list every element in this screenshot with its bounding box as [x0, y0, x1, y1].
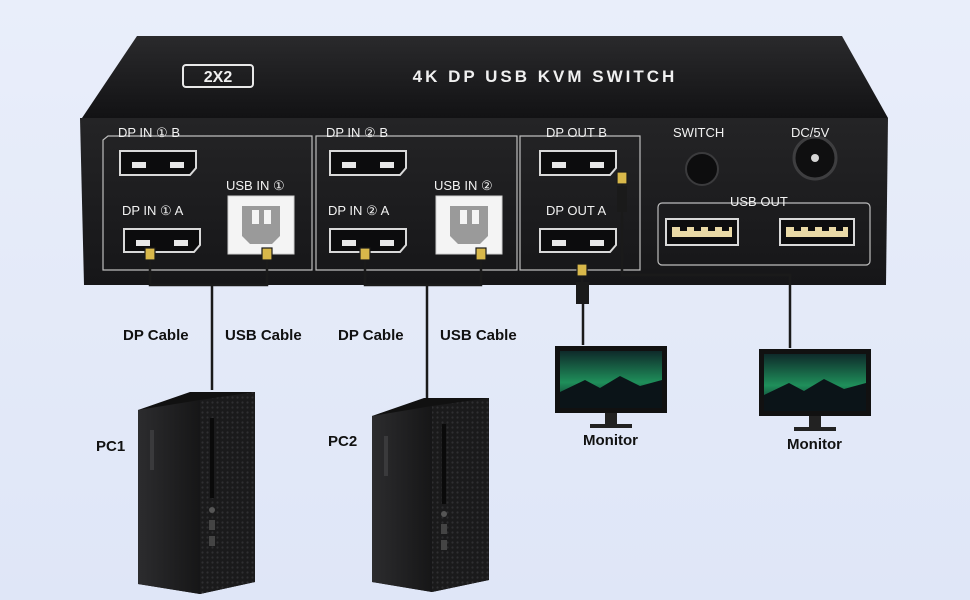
label-dp-out-a: DP OUT A [546, 203, 607, 218]
usb-a-port-1[interactable] [665, 218, 739, 246]
label-dc: DC/5V [791, 125, 830, 140]
monitor1-plug [576, 282, 589, 304]
pc2-tower [372, 398, 489, 592]
monitor1-cable-line [580, 268, 585, 345]
monitor-2 [759, 349, 871, 431]
kvm-switch: 2X2 4K DP USB KVM SWITCH [80, 36, 888, 285]
label-switch: SWITCH [673, 125, 725, 140]
dp-port-in1a[interactable] [123, 228, 201, 253]
label-pc1-dp-cable: DP Cable [123, 327, 189, 344]
label-usb-out: USB OUT [730, 194, 788, 209]
cables [148, 182, 792, 402]
label-dp-in-1b: DP IN ① B [118, 125, 180, 140]
dp-port-in2b[interactable] [329, 150, 407, 176]
label-pc1: PC1 [96, 438, 126, 455]
device-title: 4K DP USB KVM SWITCH [413, 67, 678, 86]
switch-button[interactable] [685, 152, 719, 186]
cable-connectors [144, 171, 628, 277]
group-outline-out [519, 135, 641, 271]
label-dp-in-2a: DP IN ② A [328, 203, 390, 218]
usb-out-outline [657, 202, 871, 266]
dp-port-in2a[interactable] [329, 228, 407, 253]
label-monitor-1: Monitor [583, 432, 638, 449]
label-pc2-usb-cable: USB Cable [440, 327, 517, 344]
dp-port-outa[interactable] [539, 228, 617, 253]
pc2-usb-cable-line [425, 256, 483, 402]
usb-b-port-2[interactable] [435, 195, 503, 255]
pc1-dp-cable-line [148, 256, 212, 287]
dp-port-in1b[interactable] [119, 150, 197, 176]
group-outline-pc1 [102, 135, 313, 271]
label-dp-in-2b: DP IN ② B [326, 125, 388, 140]
usb-b-port-1[interactable] [227, 195, 295, 255]
label-pc1-usb-cable: USB Cable [225, 327, 302, 344]
label-dp-in-1a: DP IN ① A [122, 203, 184, 218]
monitor2-cable-line [620, 182, 792, 348]
label-usb-in-1: USB IN ① [226, 178, 285, 193]
label-pc2-dp-cable: DP Cable [338, 327, 404, 344]
pc1-usb-cable-line [210, 256, 269, 390]
kvm-top-panel [82, 36, 888, 118]
model-badge: 2X2 [204, 69, 233, 86]
label-usb-in-2: USB IN ② [434, 178, 493, 193]
pc2-dp-cable-line [363, 256, 427, 287]
label-pc2: PC2 [328, 433, 358, 450]
group-outline-pc2 [315, 135, 518, 271]
label-monitor-2: Monitor [787, 436, 842, 453]
pc1-tower [138, 392, 255, 594]
model-badge-frame [182, 64, 254, 88]
usb-a-port-2[interactable] [779, 218, 855, 246]
label-dp-out-b: DP OUT B [546, 125, 607, 140]
monitor-1 [555, 346, 667, 428]
dp-port-outb[interactable] [539, 150, 617, 176]
monitor2-plug [617, 186, 627, 212]
